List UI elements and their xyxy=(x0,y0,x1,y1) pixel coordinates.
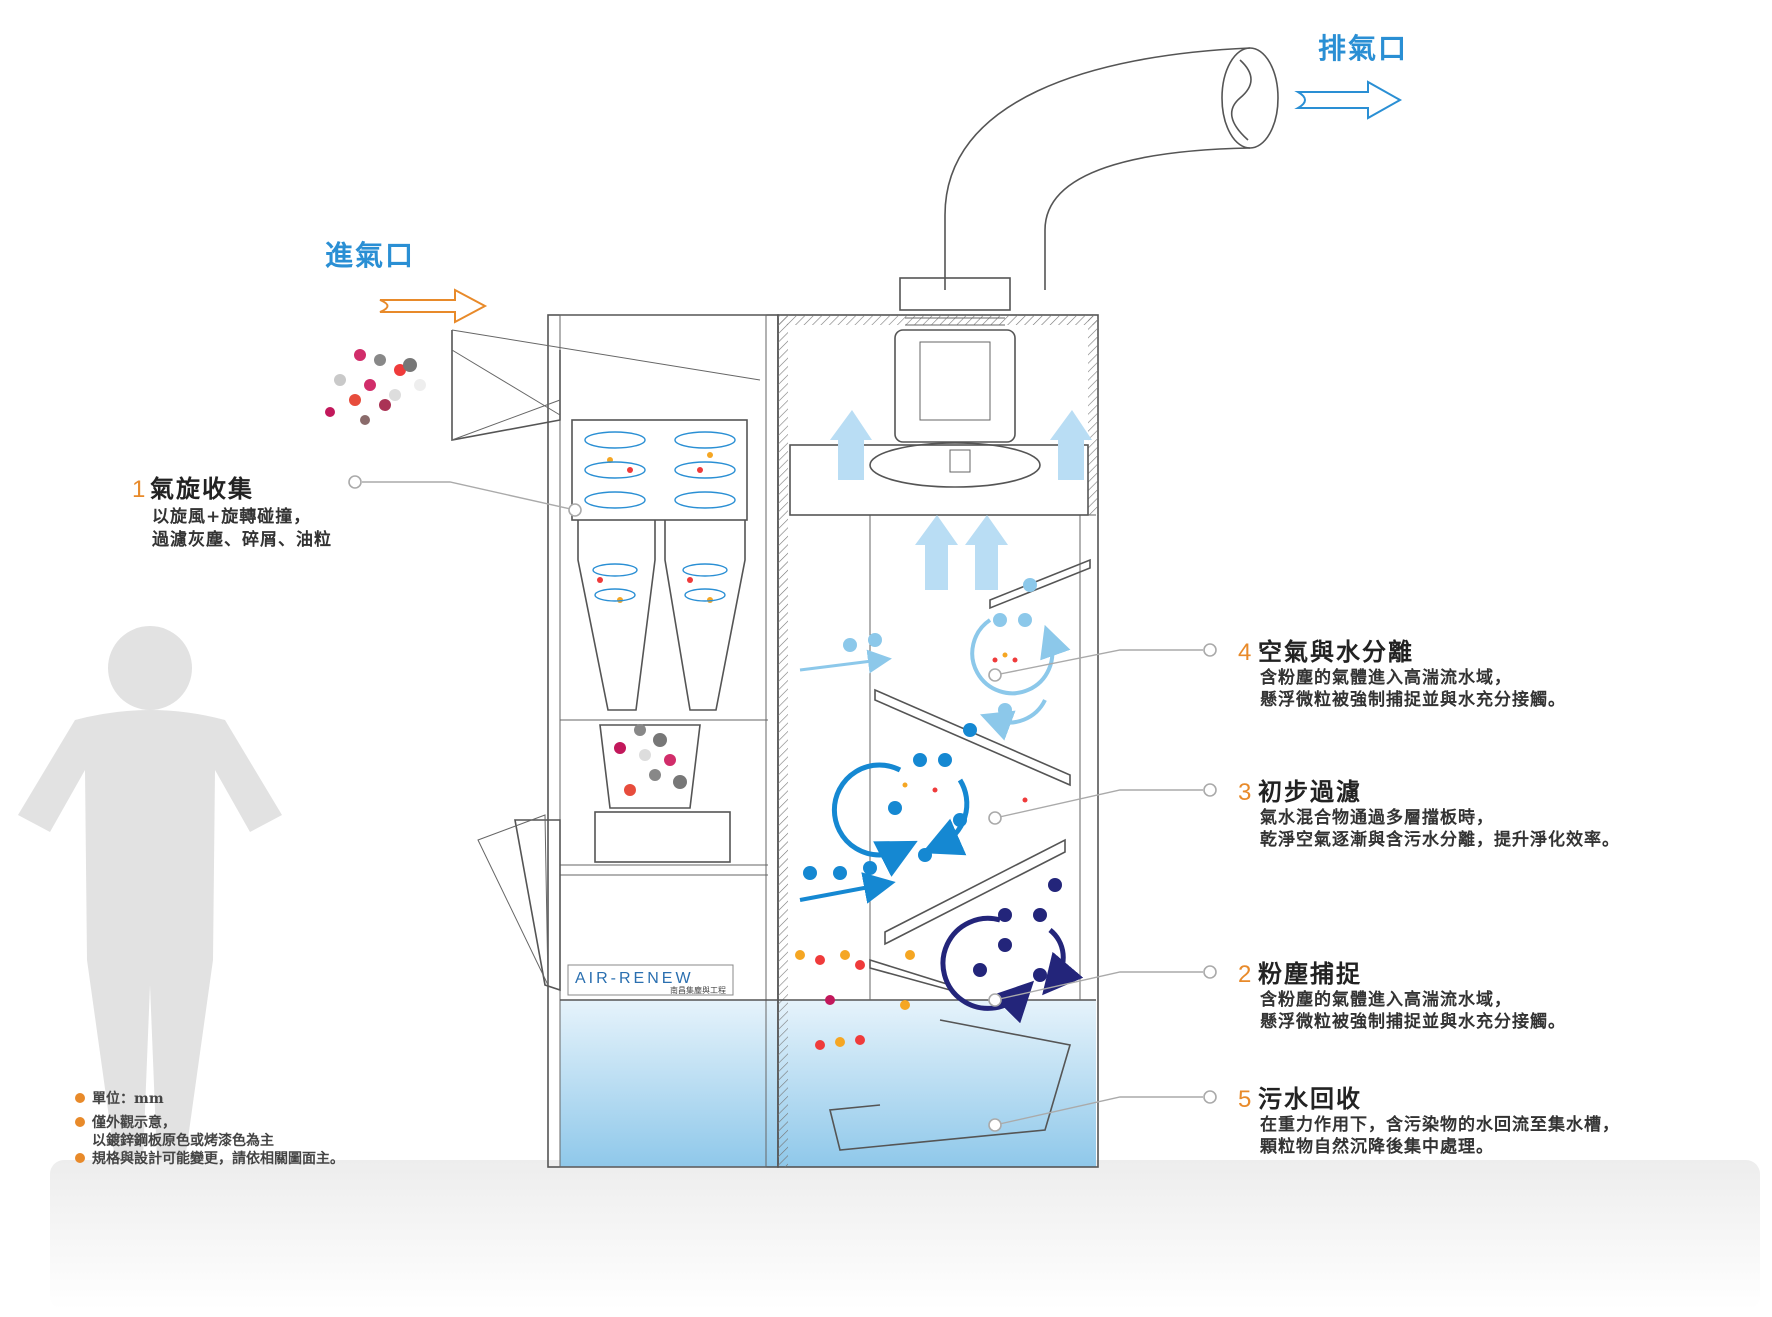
callout-4: 4 空氣與水分離 含粉塵的氣體進入高湍流水域， 懸浮微粒被強制捕捉並與水充分接觸… xyxy=(1238,637,1566,710)
callout-5-line-1: 在重力作用下，含污染物的水回流至集水槽， xyxy=(1260,1114,1620,1135)
callout-4-title: 空氣與水分離 xyxy=(1258,637,1414,666)
callout-5-line-2: 顆粒物自然沉降後集中處理。 xyxy=(1260,1136,1494,1157)
callout-1-title: 氣旋收集 xyxy=(150,474,254,503)
callout-2-number: 2 xyxy=(1238,961,1251,988)
callout-3: 3 初步過濾 氣水混合物通過多層擋板時， 乾淨空氣逐漸與含污水分離，提升淨化效率… xyxy=(1238,777,1620,850)
brand-sub: 南昌集塵與工程 xyxy=(670,985,726,995)
brand-name: AIR-RENEW xyxy=(575,970,694,987)
baffle-plates xyxy=(828,558,1091,1151)
machine-body xyxy=(547,314,1099,1168)
cyclone-swirls xyxy=(584,431,736,602)
brand-plate: AIR-RENEW 南昌集塵與工程 xyxy=(567,964,734,996)
outlet-label: 排氣口 xyxy=(1318,32,1408,65)
callout-1-number: 1 xyxy=(132,476,145,503)
note-unit: 單位：mm xyxy=(92,1090,164,1107)
callout-3-line-2: 乾淨空氣逐漸與含污水分離，提升淨化效率。 xyxy=(1260,829,1620,850)
swirl-arrows xyxy=(799,618,1084,1024)
callout-5-title: 污水回收 xyxy=(1258,1084,1362,1113)
callout-1: 1 氣旋收集 以旋風+旋轉碰撞， 過濾灰塵、碎屑、油粒 xyxy=(132,474,332,550)
callout-2: 2 粉塵捕捉 含粉塵的氣體進入高湍流水域， 懸浮微粒被強制捕捉並與水充分接觸。 xyxy=(1238,959,1566,1032)
dust-particles xyxy=(325,349,1062,1050)
exhaust-flow-arrows xyxy=(830,410,1092,590)
cyclone-separator xyxy=(451,329,768,992)
callout-3-number: 3 xyxy=(1238,779,1251,806)
callout-1-line-2: 過濾灰塵、碎屑、油粒 xyxy=(152,529,332,550)
water-tank xyxy=(560,1000,1096,1167)
callout-3-title: 初步過濾 xyxy=(1258,777,1362,806)
callout-leaders xyxy=(348,475,1217,1132)
callout-2-line-2: 懸浮微粒被強制捕捉並與水充分接觸。 xyxy=(1260,1011,1566,1032)
callout-2-title: 粉塵捕捉 xyxy=(1258,959,1362,988)
outlet-arrow-icon xyxy=(1294,80,1403,120)
note-appearance-1: 僅外觀示意， xyxy=(91,1114,176,1131)
blower-motor xyxy=(789,277,1089,516)
callout-5-number: 5 xyxy=(1238,1086,1251,1113)
human-silhouette-icon xyxy=(18,626,282,1160)
callout-4-number: 4 xyxy=(1238,639,1251,666)
floor xyxy=(50,1160,1760,1310)
callout-4-line-2: 懸浮微粒被強制捕捉並與水充分接觸。 xyxy=(1260,689,1566,710)
callout-5: 5 污水回收 在重力作用下，含污染物的水回流至集水槽， 顆粒物自然沉降後集中處理… xyxy=(1238,1084,1620,1157)
inlet-arrow-icon xyxy=(379,288,488,324)
inlet-label: 進氣口 xyxy=(325,239,415,272)
note-spec: 規格與設計可能變更，請依相關圖面主。 xyxy=(92,1150,344,1167)
callout-3-line-1: 氣水混合物通過多層擋板時， xyxy=(1260,807,1494,828)
callout-1-line-1: 以旋風+旋轉碰撞， xyxy=(152,506,311,527)
callout-2-line-1: 含粉塵的氣體進入高湍流水域， xyxy=(1260,989,1512,1010)
note-appearance-2: 以鍍鋅鋼板原色或烤漆色為主 xyxy=(92,1132,274,1149)
notes: 單位：mm 僅外觀示意， 以鍍鋅鋼板原色或烤漆色為主 規格與設計可能變更，請依相… xyxy=(75,1090,344,1167)
callout-4-line-1: 含粉塵的氣體進入高湍流水域， xyxy=(1260,667,1512,688)
outlet-duct xyxy=(944,47,1279,290)
